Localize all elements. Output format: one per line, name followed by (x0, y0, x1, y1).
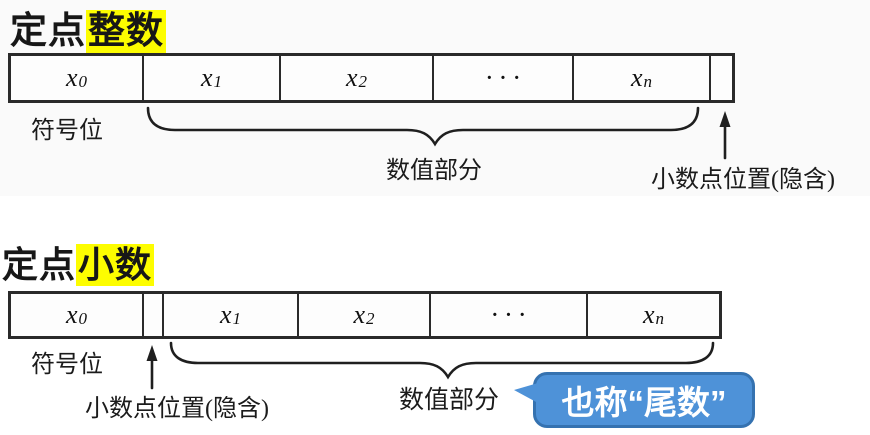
value-part-brace (146, 106, 700, 147)
bit-label: x (65, 63, 78, 92)
sign-bit-label: 符号位 (31, 118, 103, 144)
bit-label: x (642, 300, 655, 329)
mantissa-callout-bubble: 也称“尾数” (514, 372, 755, 428)
value-part-label: 数值部分 (399, 387, 500, 414)
decimal-point-position-label: 小数点位置(隐含) (85, 396, 269, 422)
arrow-up-icon (719, 111, 731, 160)
bit-label: x (200, 63, 213, 92)
bit-cell-ellipsis: ··· (431, 294, 588, 336)
implied-point-cell (711, 56, 732, 100)
bit-label: x (345, 63, 358, 92)
title-prefix: 定点 (2, 245, 77, 285)
sign-bit-label: 符号位 (31, 352, 103, 378)
arrow-up-icon (146, 345, 158, 390)
decimal-point-position-label: 小数点位置(隐含) (651, 167, 835, 193)
bit-label: x (65, 300, 78, 329)
bit-label: x (219, 300, 232, 329)
bit-cell-ellipsis: ··· (434, 56, 574, 100)
value-part-brace (169, 341, 715, 380)
fraction-section-title: 定点小数 (2, 236, 155, 288)
bit-label: x (353, 300, 366, 329)
title-highlight-integer: 整数 (86, 10, 166, 53)
callout-label: 也称“尾数” (561, 384, 727, 421)
ellipsis-label: ··· (485, 66, 527, 89)
callout-tail-icon (514, 383, 538, 403)
title-highlight-fraction: 小数 (76, 244, 155, 286)
title-prefix: 定点 (10, 11, 86, 52)
integer-section-title: 定点整数 (10, 0, 166, 54)
implied-point-cell (144, 294, 164, 336)
bit-label: x (630, 63, 643, 92)
value-part-label: 数值部分 (386, 158, 482, 184)
ellipsis-label: ··· (491, 303, 533, 326)
